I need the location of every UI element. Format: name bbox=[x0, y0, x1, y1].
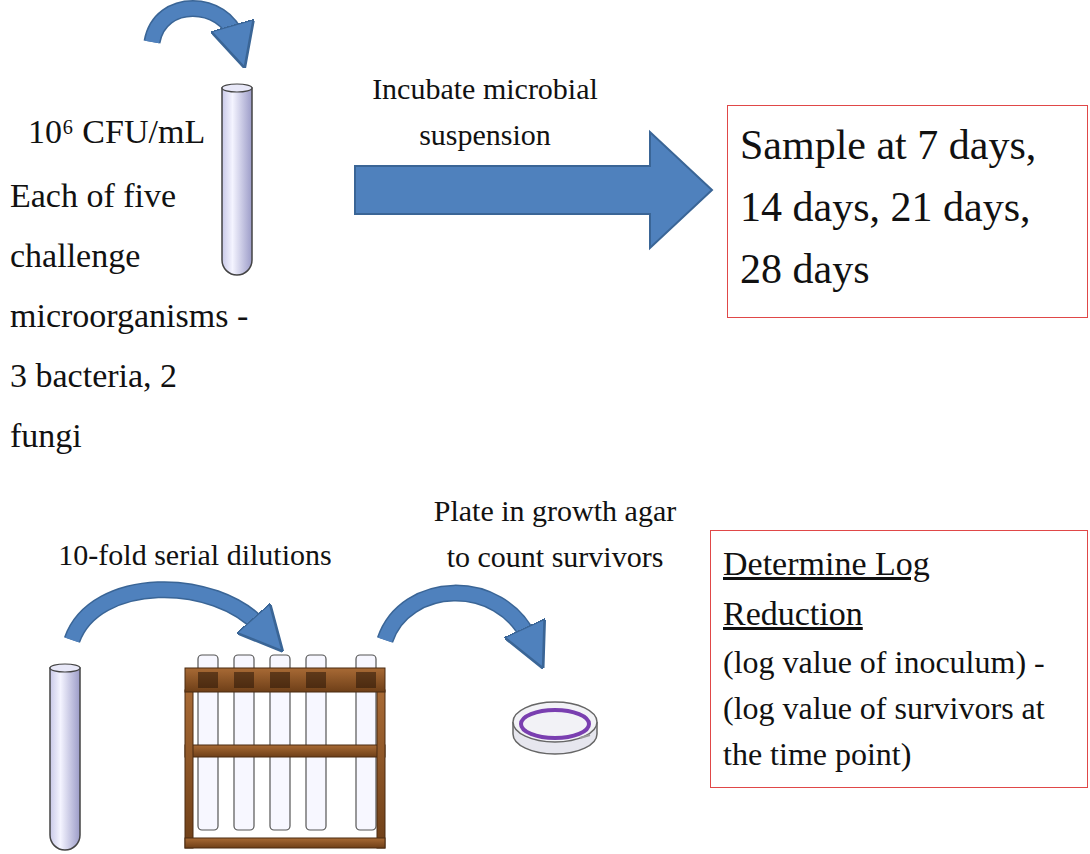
text-label: 10⁶ CFU/mL bbox=[28, 112, 228, 152]
curved-arrow bbox=[385, 593, 530, 640]
rack-hole bbox=[356, 672, 376, 688]
text-label: Each of five challenge microorganisms - … bbox=[10, 166, 250, 466]
rack-tube bbox=[198, 655, 218, 830]
text-label: 10-fold serial dilutions bbox=[30, 535, 360, 575]
outlined-box: Determine Log Reduction(log value of ino… bbox=[710, 530, 1088, 788]
text-label: Plate in growth agar to count survivors bbox=[420, 488, 690, 580]
rack-hole bbox=[270, 672, 290, 688]
rack-tube bbox=[270, 655, 290, 830]
curved-arrow bbox=[72, 590, 262, 640]
curved-arrow bbox=[152, 9, 236, 43]
rack-tube bbox=[234, 655, 254, 830]
test-tube bbox=[50, 664, 80, 850]
test-tube bbox=[222, 84, 252, 275]
outlined-box: Sample at 7 days, 14 days, 21 days, 28 d… bbox=[727, 105, 1088, 318]
box-text: Sample at 7 days, 14 days, 21 days, 28 d… bbox=[740, 114, 1075, 300]
rack-tube bbox=[356, 655, 376, 830]
rack-hole bbox=[198, 672, 218, 688]
petri-dish bbox=[513, 702, 597, 754]
rack-hole bbox=[234, 672, 254, 688]
rack-top bbox=[185, 668, 385, 692]
tube-rack bbox=[185, 655, 385, 848]
rack-hole bbox=[306, 672, 326, 688]
rack-tube bbox=[306, 655, 326, 830]
box-text: (log value of inoculum) - (log value of … bbox=[723, 639, 1075, 777]
box-heading: Determine Log Reduction bbox=[723, 539, 1075, 639]
text-label: Incubate microbial suspension bbox=[345, 66, 625, 158]
